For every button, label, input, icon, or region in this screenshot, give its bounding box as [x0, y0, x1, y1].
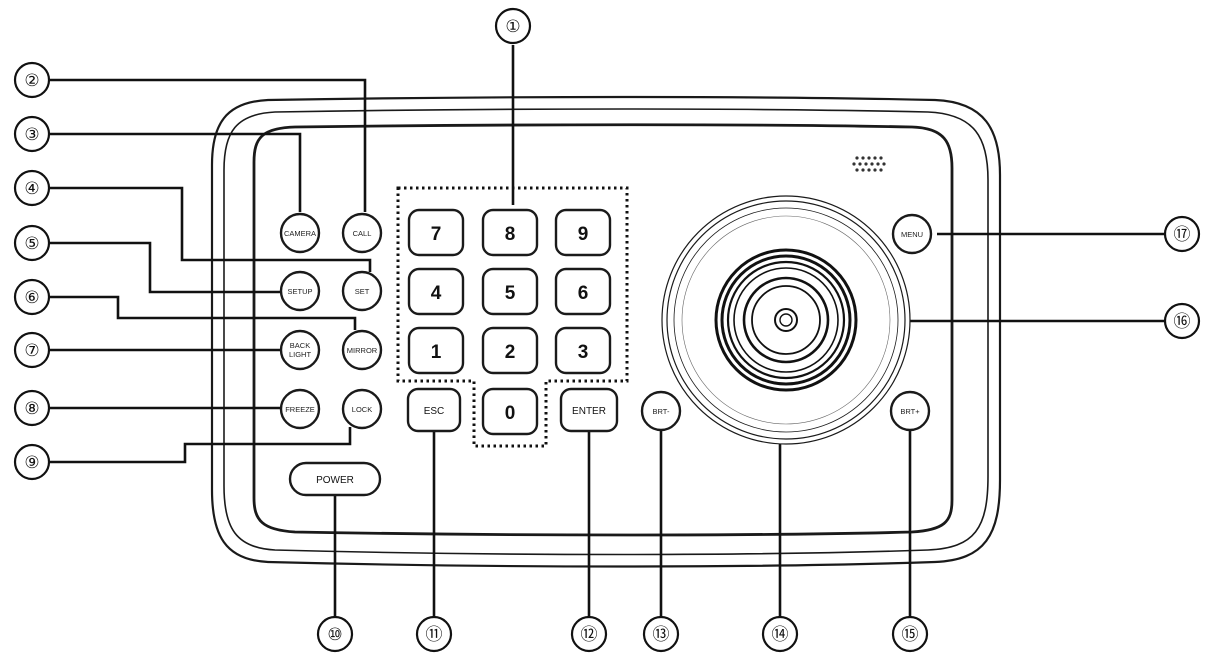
- callout-11-label: ⑪: [426, 625, 443, 644]
- callout-2: ②: [13, 61, 51, 99]
- key-6-label: 6: [578, 283, 589, 304]
- enter-button[interactable]: ENTER: [559, 387, 619, 433]
- key-1[interactable]: 1: [407, 326, 465, 375]
- freeze-button[interactable]: FREEZE: [279, 388, 321, 430]
- key-9-label: 9: [578, 224, 589, 245]
- backlight-label-line2: LIGHT: [289, 350, 312, 359]
- key-9[interactable]: 9: [554, 208, 612, 257]
- callout-1-label: ①: [505, 17, 520, 36]
- menu-button[interactable]: MENU: [891, 213, 933, 255]
- callout-16-label: ⑯: [1174, 312, 1191, 331]
- key-0-label: 0: [505, 403, 516, 424]
- key-8[interactable]: 8: [481, 208, 539, 257]
- speaker-grille-icon: [852, 156, 886, 172]
- key-5[interactable]: 5: [481, 267, 539, 316]
- lock-button[interactable]: LOCK: [341, 388, 383, 430]
- callout-3: ③: [13, 115, 51, 153]
- callout-15: ⑮: [891, 615, 929, 653]
- mirror-label: MIRROR: [347, 346, 378, 355]
- callout-7: ⑦: [13, 331, 51, 369]
- callout-14-label: ⑭: [772, 625, 789, 644]
- callout-10-label: ⑩: [327, 625, 342, 644]
- callout-6: ⑥: [13, 278, 51, 316]
- callout-10: ⑩: [316, 615, 354, 653]
- set-label: SET: [355, 287, 370, 296]
- callout-15-label: ⑮: [902, 625, 919, 644]
- key-2-label: 2: [505, 342, 516, 363]
- callout-2-label: ②: [24, 71, 39, 90]
- camera-button[interactable]: CAMERA: [279, 212, 321, 254]
- callout-4-label: ④: [24, 179, 39, 198]
- callout-8: ⑧: [13, 389, 51, 427]
- key-6[interactable]: 6: [554, 267, 612, 316]
- brt-minus-label: BRT-: [653, 407, 670, 416]
- callout-5-label: ⑤: [24, 234, 39, 253]
- esc-button[interactable]: ESC: [406, 387, 462, 433]
- callout-9: ⑨: [13, 443, 51, 481]
- callout-7-label: ⑦: [24, 341, 39, 360]
- key-0[interactable]: 0: [481, 387, 539, 436]
- callout-8-label: ⑧: [24, 399, 39, 418]
- setup-button[interactable]: SETUP: [279, 270, 321, 312]
- callout-16: ⑯: [1163, 302, 1201, 340]
- camera-label: CAMERA: [284, 229, 316, 238]
- callout-11: ⑪: [415, 615, 453, 653]
- key-3[interactable]: 3: [554, 326, 612, 375]
- setup-label: SETUP: [287, 287, 312, 296]
- callout-13: ⑬: [642, 615, 680, 653]
- leader-lines: [50, 45, 1165, 620]
- callout-14: ⑭: [761, 615, 799, 653]
- callout-6-label: ⑥: [24, 288, 39, 307]
- backlight-label-line1: BACK: [290, 341, 310, 350]
- key-1-label: 1: [431, 342, 442, 363]
- callout-17: ⑰: [1163, 215, 1201, 253]
- brightness-up-button[interactable]: BRT+: [889, 390, 931, 432]
- backlight-button[interactable]: BACK LIGHT: [279, 329, 321, 371]
- key-5-label: 5: [505, 283, 516, 304]
- key-7[interactable]: 7: [407, 208, 465, 257]
- callout-1: ①: [494, 7, 532, 45]
- freeze-label: FREEZE: [285, 405, 315, 414]
- brightness-down-button[interactable]: BRT-: [640, 390, 682, 432]
- call-button[interactable]: CALL: [341, 212, 383, 254]
- callout-13-label: ⑬: [653, 625, 670, 644]
- call-label: CALL: [353, 229, 372, 238]
- lock-label: LOCK: [352, 405, 372, 414]
- esc-label: ESC: [424, 406, 445, 417]
- callout-4: ④: [13, 169, 51, 207]
- mirror-button[interactable]: MIRROR: [341, 329, 383, 371]
- power-button[interactable]: POWER: [288, 461, 382, 497]
- callout-5: ⑤: [13, 224, 51, 262]
- menu-label: MENU: [901, 230, 923, 239]
- key-2[interactable]: 2: [481, 326, 539, 375]
- key-3-label: 3: [578, 342, 589, 363]
- callout-3-label: ③: [24, 125, 39, 144]
- jog-knob[interactable]: [714, 248, 858, 392]
- key-8-label: 8: [505, 224, 516, 245]
- callout-9-label: ⑨: [24, 453, 39, 472]
- brt-plus-label: BRT+: [900, 407, 920, 416]
- set-button[interactable]: SET: [341, 270, 383, 312]
- key-4[interactable]: 4: [407, 267, 465, 316]
- callout-12: ⑫: [570, 615, 608, 653]
- callout-17-label: ⑰: [1174, 225, 1191, 244]
- key-4-label: 4: [431, 283, 442, 304]
- power-label: POWER: [316, 475, 354, 486]
- enter-label: ENTER: [572, 406, 606, 417]
- device-body: [210, 95, 1002, 568]
- callout-12-label: ⑫: [581, 625, 598, 644]
- key-7-label: 7: [431, 224, 442, 245]
